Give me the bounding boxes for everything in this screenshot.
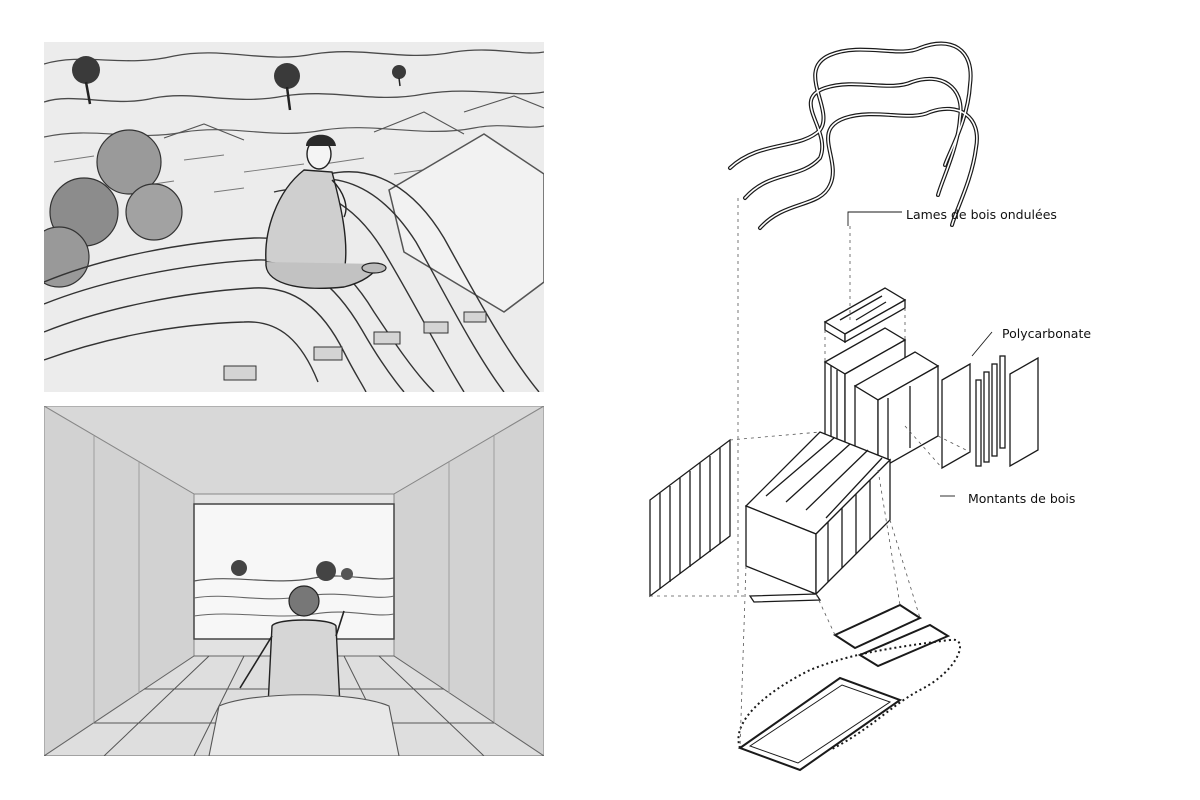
tunnel-window [193, 503, 395, 640]
hill-line [44, 49, 544, 65]
sketch-tunnel-figure [44, 406, 544, 756]
polycarbonate-sheets [941, 356, 1039, 470]
label-wood-posts: Montants de bois [968, 491, 1076, 506]
main-lower-module [744, 431, 892, 603]
tree [274, 63, 300, 111]
left-post-wall [649, 438, 731, 598]
assembly-guides [650, 198, 971, 749]
seated-person [265, 134, 387, 289]
leader-line-polycarbonate [971, 331, 993, 357]
tunnel-drawing [44, 406, 544, 756]
tree [72, 56, 100, 105]
sketch-rooftop-figure [44, 42, 544, 392]
shrub-cluster [44, 129, 183, 288]
polycarbonate-panel [388, 133, 544, 313]
leader-line-slats [847, 211, 902, 226]
rooftop-drawing [44, 42, 544, 392]
wood-posts-right [975, 355, 1006, 467]
roof-panel-top [823, 287, 907, 344]
exploded-axonometric-diagram [620, 30, 1180, 780]
floor-frames [737, 603, 951, 772]
seated-person-back [208, 585, 400, 756]
diagram-drawing [649, 41, 1039, 772]
wavy-wood-slats [728, 41, 979, 230]
ground-outline [737, 638, 961, 751]
label-polycarbonate: Polycarbonate [1002, 326, 1092, 341]
tunnel-ribs [93, 436, 495, 723]
slat-blocks [223, 311, 487, 381]
hill-line [163, 95, 544, 141]
hill-line [44, 90, 544, 103]
wavy-wood-slats-inner [729, 42, 978, 229]
tree [392, 65, 406, 87]
label-wavy-wood-slats: Lames de bois ondulées [906, 207, 1057, 222]
